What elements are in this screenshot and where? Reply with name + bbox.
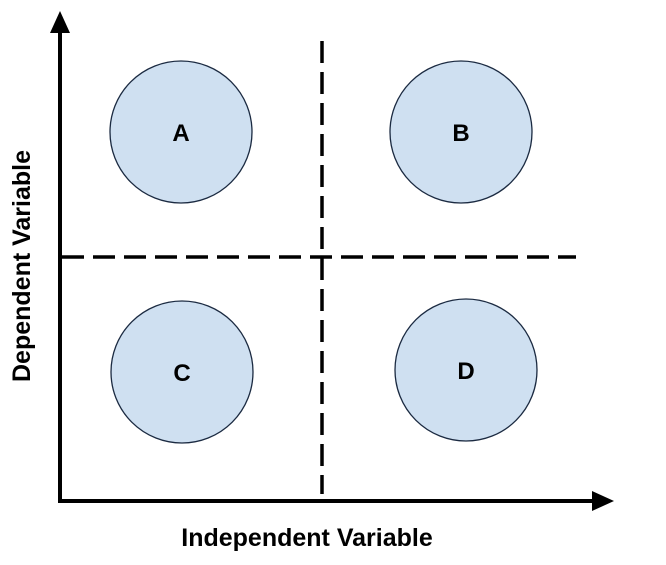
node-label-b: B — [452, 120, 469, 147]
node-circle-d — [394, 298, 538, 442]
x-axis-label: Independent Variable — [181, 524, 433, 552]
node-label-a: A — [172, 120, 189, 147]
node-label-d: D — [457, 358, 474, 385]
y-axis-label: Dependent Variable — [8, 150, 36, 382]
node-circle-a — [109, 60, 253, 204]
y-axis-arrow-icon — [50, 11, 70, 33]
node-label-c: C — [173, 360, 190, 387]
x-axis-arrow-icon — [592, 491, 614, 511]
node-circle-b — [389, 60, 533, 204]
node-circle-c — [110, 300, 254, 444]
